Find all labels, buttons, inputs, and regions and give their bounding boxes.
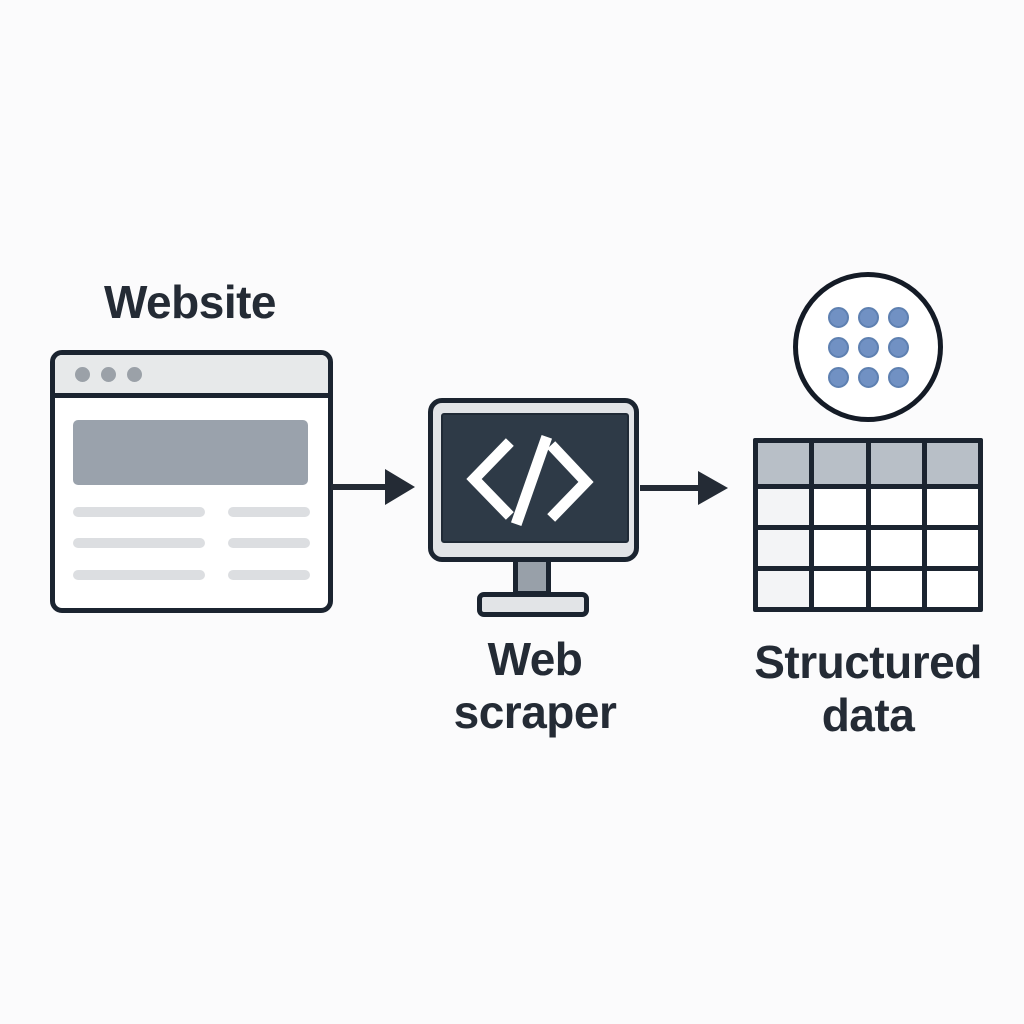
table-cell (814, 529, 866, 566)
text-line (73, 507, 205, 517)
table-cell (870, 570, 922, 607)
browser-titlebar (55, 355, 328, 398)
arrow-right-icon (640, 471, 728, 505)
data-dot-icon (887, 366, 909, 388)
code-icon (466, 434, 594, 527)
table-cell (926, 529, 978, 566)
web-scraper-label-line2: scraper (453, 686, 617, 738)
table-cell (926, 570, 978, 607)
table-cell (758, 529, 810, 566)
table-cell (758, 488, 810, 525)
table-cell (814, 570, 866, 607)
website-label: Website (103, 276, 277, 328)
text-line (228, 570, 310, 580)
data-dot-icon (827, 366, 849, 388)
data-dot-icon (827, 336, 849, 358)
window-dot-icon (127, 366, 142, 382)
table-header-cell (814, 443, 866, 484)
monitor-screen (441, 413, 629, 543)
data-dot-icon (857, 336, 879, 358)
text-line (228, 507, 310, 517)
data-dot-icon (857, 306, 879, 328)
structured-data-label-line2: data (821, 689, 915, 741)
monitor-code-icon (428, 398, 639, 562)
browser-content (55, 398, 328, 608)
dot-grid-circle-icon (793, 272, 943, 422)
data-dot-icon (857, 366, 879, 388)
table-header-cell (926, 443, 978, 484)
dot-grid (827, 306, 909, 388)
hero-block (73, 420, 308, 485)
web-scraper-label: Web scraper (420, 633, 650, 739)
table-header-cell (870, 443, 922, 484)
data-dot-icon (827, 306, 849, 328)
table-cell (758, 570, 810, 607)
text-line (73, 538, 205, 548)
table-cell (926, 488, 978, 525)
table-cell (814, 488, 866, 525)
text-line (228, 538, 310, 548)
table-header-cell (758, 443, 810, 484)
window-dot-icon (101, 366, 116, 382)
text-line (73, 570, 205, 580)
table-cell (870, 488, 922, 525)
data-dot-icon (887, 306, 909, 328)
window-dot-icon (75, 366, 90, 382)
table-icon (753, 438, 983, 612)
monitor-stand-neck (513, 556, 551, 596)
structured-data-label-line1: Structured (754, 636, 982, 688)
web-scraper-label-line1: Web (487, 633, 583, 685)
data-dot-icon (887, 336, 909, 358)
browser-window-icon (50, 350, 333, 613)
structured-data-label: Structured data (718, 636, 1018, 742)
arrow-right-icon (331, 469, 415, 505)
monitor-stand-base (477, 592, 589, 617)
table-cell (870, 529, 922, 566)
